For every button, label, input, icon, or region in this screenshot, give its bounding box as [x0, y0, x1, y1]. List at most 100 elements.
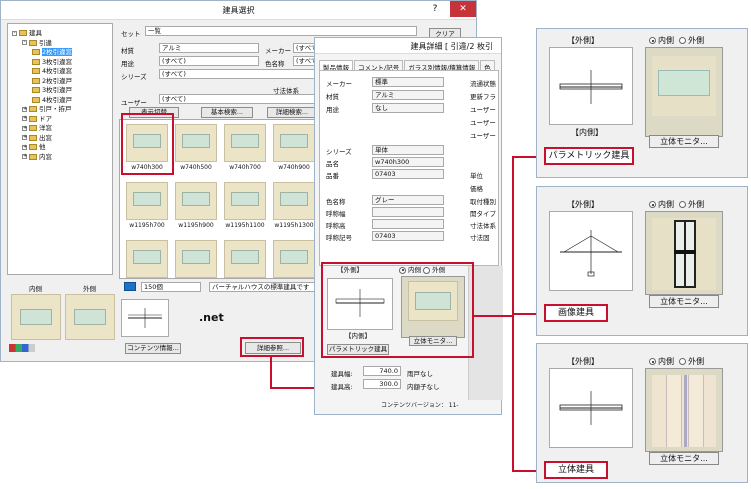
detail-row-label: 品番	[326, 172, 339, 180]
detail-tab[interactable]: 色	[480, 60, 495, 73]
detail-right-label: ユーザー	[470, 132, 496, 140]
detail-right-label: 寸法体系	[470, 222, 496, 230]
detail-row-label: シリーズ	[326, 148, 352, 156]
tree-item[interactable]: +洋窓	[22, 124, 52, 132]
height-label: 建具高:	[331, 383, 353, 391]
thumbnail-caption: w1195h900	[178, 222, 214, 229]
detail-radio-group[interactable]: 内側 外側	[399, 264, 445, 274]
content-info-button[interactable]: コンテンツ情報...	[125, 343, 181, 354]
detail-row-label: メーカー	[326, 80, 352, 88]
help-button[interactable]: ?	[432, 4, 438, 14]
tree-item[interactable]: +他	[22, 143, 46, 151]
tree-item[interactable]: +出窓	[22, 133, 52, 142]
tree-item[interactable]: 3枚引違戸	[32, 84, 72, 94]
inside-preview	[11, 294, 61, 340]
symbol-preview	[121, 299, 169, 337]
thumbnail-caption: w1195h1300	[274, 222, 314, 229]
thumbnail[interactable]	[224, 240, 266, 278]
detail-titlebar: 建具詳細 [ 引違/2 枚引	[315, 38, 501, 54]
thumbnail[interactable]	[175, 240, 217, 278]
thumbnail[interactable]	[126, 240, 168, 278]
callout-outside-label: 【外側】	[567, 200, 599, 209]
connector-line	[474, 315, 514, 317]
detail-tab[interactable]: ガラス別情報/積算情報	[404, 60, 480, 73]
width-label: 建具幅:	[331, 370, 353, 378]
tree-item[interactable]: +引戸・拵戸	[22, 105, 72, 113]
callout-radio-group[interactable]: 内側 外側	[649, 199, 704, 210]
material-select[interactable]: アルミ	[159, 43, 259, 53]
width-field: 740.0	[363, 366, 401, 376]
main-titlebar: 建具選択 ? ✕	[1, 1, 476, 20]
basic-search-button[interactable]: 基本検索...	[201, 107, 253, 118]
tree-item[interactable]: 2枚引違窓	[32, 46, 73, 56]
connector-line	[512, 156, 544, 158]
thumbnail[interactable]	[273, 124, 315, 162]
use-select[interactable]: (すべて)	[159, 56, 259, 66]
outside-preview-label: 外側	[83, 285, 96, 293]
outside-preview	[65, 294, 115, 340]
callout-monitor-button[interactable]: 立体モニタ...	[649, 295, 719, 308]
connector-line	[512, 313, 544, 315]
thumbnail[interactable]	[273, 240, 315, 278]
thumbnail[interactable]	[126, 182, 168, 220]
detail-right-label: 単位	[470, 172, 483, 180]
net-logo: .net	[199, 311, 224, 324]
detail-row-label: 用途	[326, 106, 339, 114]
callout-monitor-button[interactable]: 立体モニタ...	[649, 135, 719, 148]
count-field: 150個	[141, 282, 201, 292]
tree-item[interactable]: 2枚引違戸	[32, 75, 72, 85]
tree-item[interactable]: 4枚引違窓	[32, 65, 72, 75]
material-label: 材質	[121, 47, 134, 55]
detail-row-value: w740h300	[372, 157, 444, 167]
small-icons[interactable]	[9, 344, 35, 352]
detail-row-value: 単体	[372, 145, 444, 155]
folder-icon	[29, 153, 37, 160]
display-switch-button[interactable]: 表示切替	[129, 107, 179, 118]
thumbnail-caption: w740h500	[180, 164, 212, 171]
detail-parametric-button[interactable]: パラメトリック建具	[327, 344, 389, 355]
callout-monitor-button[interactable]: 立体モニタ...	[649, 452, 719, 465]
callout-radio-group[interactable]: 内側 外側	[649, 35, 704, 46]
thumbnail[interactable]	[175, 124, 217, 162]
thumbnail[interactable]	[224, 124, 266, 162]
tree-item[interactable]: 4枚引違戸	[32, 94, 72, 104]
folder-icon	[29, 39, 37, 46]
detail-search-button[interactable]: 詳細検索...	[267, 107, 317, 118]
thumbnail[interactable]	[224, 182, 266, 220]
detail-monitor-button[interactable]: 立体モニタ...	[409, 336, 457, 346]
detail-tabs[interactable]: 製品情報コメント/記号ガラス別情報/積算情報色	[319, 60, 496, 73]
detail-row-value: なし	[372, 103, 444, 113]
close-button[interactable]: ✕	[450, 1, 476, 17]
thumbnail[interactable]	[126, 124, 168, 162]
detail-tab[interactable]: コメント/記号	[354, 60, 404, 73]
detail-row-value: 標準	[372, 77, 444, 87]
thumbnail[interactable]	[175, 182, 217, 220]
tree-item[interactable]: +ドア	[22, 114, 52, 123]
tree-item[interactable]: 3枚引違窓	[32, 56, 72, 66]
detail-inside-label: 【内側】	[345, 332, 371, 340]
tree-item[interactable]: -建具	[12, 29, 42, 37]
selected-thumbnail-highlight	[121, 113, 174, 175]
detail-right-label: 寸法固	[470, 234, 490, 242]
callout-inside-label: 【内側】	[571, 128, 603, 137]
series-select[interactable]: (すべて)	[159, 69, 317, 79]
detail-tab[interactable]: 製品情報	[319, 60, 353, 73]
series-label: シリーズ	[121, 73, 147, 81]
callout-panel: 【外側】 内側 外側【内側】立体モニタ...	[536, 28, 748, 178]
callout-outside-label: 【外側】	[567, 36, 599, 45]
set-select[interactable]: 一覧	[145, 26, 417, 36]
inside-preview-label: 内側	[29, 285, 42, 293]
detail-reference-button[interactable]: 詳細参照...	[245, 342, 301, 354]
callout-radio-group[interactable]: 内側 外側	[649, 356, 704, 367]
thumbnail-caption: w1195h700	[129, 222, 165, 229]
tree-item[interactable]: +内窓	[22, 152, 52, 161]
callout-3d-preview	[645, 47, 723, 137]
thumbnail-caption: w740h300	[131, 164, 163, 171]
connector-line	[512, 470, 544, 472]
thumbnail[interactable]	[273, 182, 315, 220]
user-select[interactable]: (すべて)	[159, 94, 317, 104]
tree-item[interactable]: -引違	[22, 38, 52, 47]
callout-type-label: 画像建具	[544, 304, 608, 322]
callout-type-label: パラメトリック建具	[544, 147, 634, 165]
